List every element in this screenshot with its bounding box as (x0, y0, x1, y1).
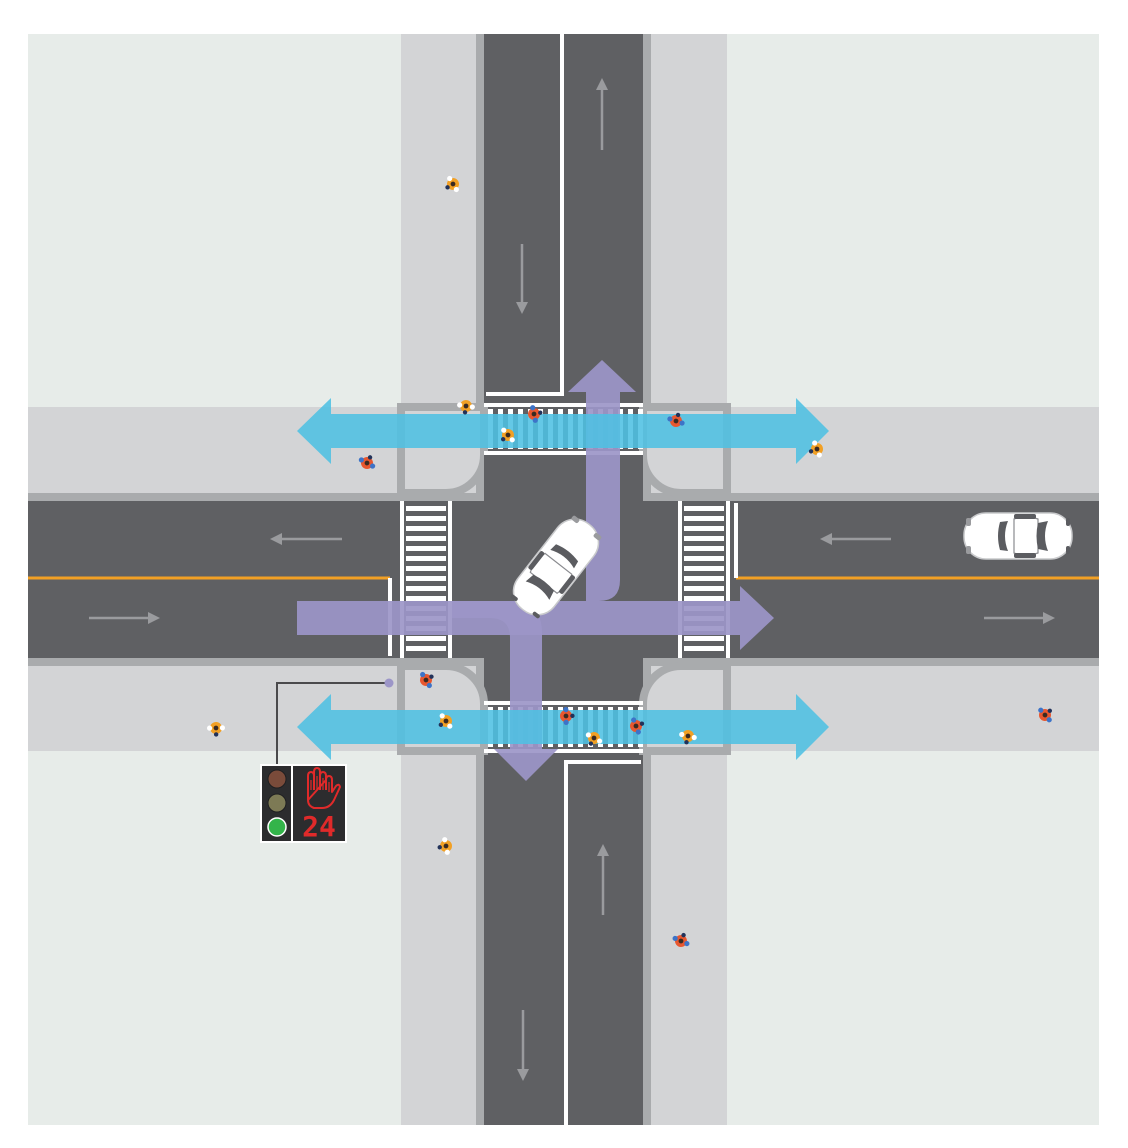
lane-arrow-icon (596, 78, 608, 150)
car-icon (963, 512, 1073, 560)
crosswalk-stripe (406, 586, 446, 591)
crosswalk-stripe (406, 526, 446, 531)
crosswalk-stripe (684, 596, 724, 601)
crosswalk-stripe (684, 536, 724, 541)
crosswalk-stripe (484, 451, 643, 455)
crosswalk-stripe (406, 506, 446, 511)
city-block-nw (28, 34, 401, 407)
crosswalk-stripe (400, 501, 404, 658)
crosswalk-stripe (684, 576, 724, 581)
crosswalk-stripe (448, 501, 452, 658)
crosswalk-stripe (684, 556, 724, 561)
lane-arrow-icon (270, 533, 342, 545)
lane-arrow-icon (89, 612, 160, 624)
pedestrian-flow-north (297, 398, 829, 464)
city-block-se (727, 751, 1099, 1125)
city-block-ne (727, 34, 1099, 407)
crosswalk-stripe (684, 546, 724, 551)
pedestrian-flow-arrows (297, 398, 829, 760)
crosswalk-stripe (684, 566, 724, 571)
crosswalk-stripe (678, 501, 682, 658)
crosswalk-stripe (684, 586, 724, 591)
crosswalk-stripe (684, 516, 724, 521)
signal-pointer-dot (384, 678, 394, 688)
traffic-light-icon (260, 764, 293, 843)
crosswalk-stripe (484, 701, 643, 705)
crosswalk-stripe (484, 403, 643, 407)
crosswalk-stripe (406, 646, 446, 651)
lane-arrow-icon (597, 844, 609, 915)
crosswalk-stripe (406, 636, 446, 641)
crosswalk-stripe (406, 516, 446, 521)
crosswalk-stripe (406, 536, 446, 541)
lane-arrow-icon (517, 1010, 529, 1081)
crosswalk-stripe (406, 556, 446, 561)
pedestrian-signal: 24 (291, 764, 347, 843)
signal-yellow-lamp (267, 793, 287, 813)
stop-line-south (564, 760, 641, 1125)
signal-red-lamp (267, 769, 287, 789)
crosswalk-stripe (406, 546, 446, 551)
lane-arrow-icon (820, 533, 891, 545)
crosswalk-stripe (406, 576, 446, 581)
stop-line-north (486, 34, 564, 396)
crosswalk-stripe (406, 596, 446, 601)
pedestrian-flow-south (297, 694, 829, 760)
crosswalk-stripe (684, 646, 724, 651)
lane-arrow-icon (516, 244, 528, 314)
lane-arrow-icon (984, 612, 1055, 624)
crosswalk-stripe (684, 636, 724, 641)
signal-pointer-line (276, 682, 388, 766)
countdown-display: 24 (302, 810, 336, 843)
signal-green-lamp (267, 817, 287, 837)
crosswalk-stripe (684, 526, 724, 531)
crosswalk-stripe (684, 506, 724, 511)
crosswalk-stripe (406, 566, 446, 571)
hand-stop-icon (307, 767, 341, 809)
crosswalk-stripe (484, 749, 643, 753)
crosswalk-stripe (726, 501, 730, 658)
